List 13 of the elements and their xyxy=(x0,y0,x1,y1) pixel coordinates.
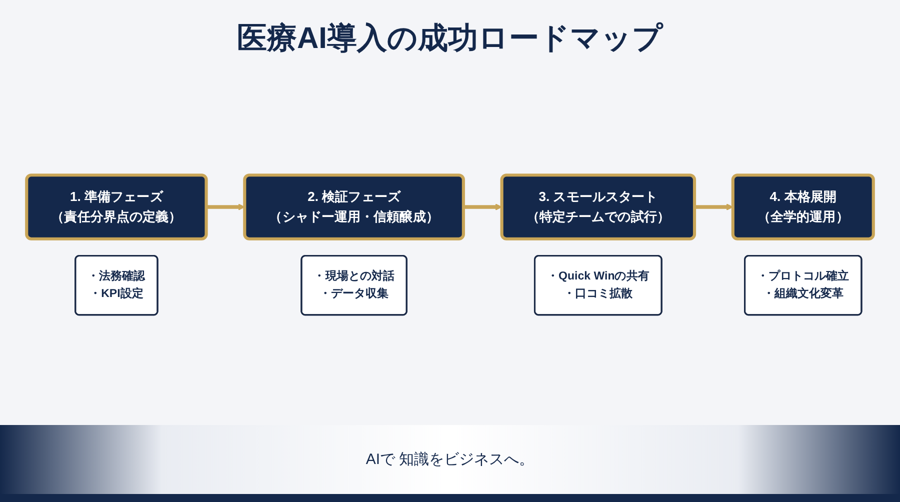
phase-box: 3. スモールスタート （特定チームでの試行） xyxy=(500,174,696,240)
phase-box: 1. 準備フェーズ （責任分界点の定義） xyxy=(25,174,208,240)
task-list-box: ・現場との対話 ・データ収集 xyxy=(300,254,408,316)
title: 医療AI導入の成功ロードマップ xyxy=(237,22,663,55)
phase-box: 4. 本格展開 （全学的運用） xyxy=(731,174,875,240)
task-list-box: ・法務確認 ・KPI設定 xyxy=(74,254,158,316)
task-list-box: ・Quick Winの共有 ・口コミ拡散 xyxy=(534,254,662,316)
arrow xyxy=(463,204,502,210)
arrow xyxy=(206,204,245,210)
tagline: AIで 知識をビジネスへ。 xyxy=(366,450,534,469)
phase-box: 2. 検証フェーズ （シャドー運用・信頼醸成） xyxy=(243,174,465,240)
task-list-box: ・プロトコル確立 ・組織文化変革 xyxy=(744,254,862,316)
arrow xyxy=(694,204,734,210)
